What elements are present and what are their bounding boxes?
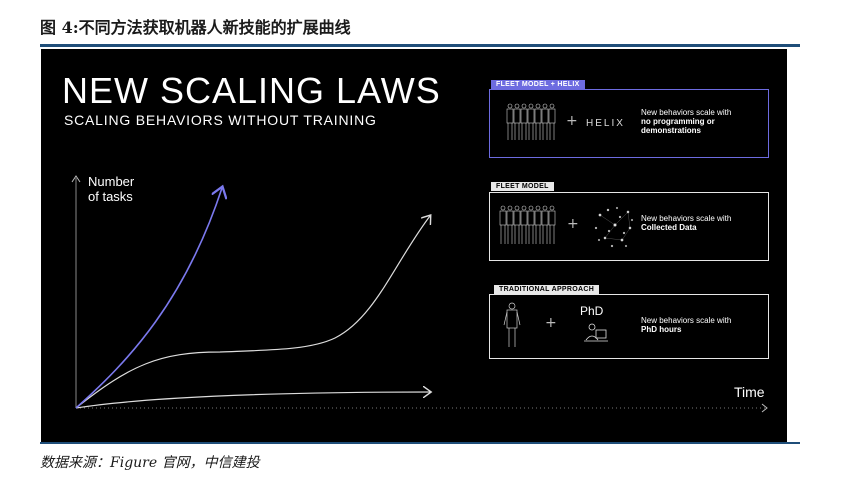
slide-headline: NEW SCALING LAWS — [62, 70, 441, 111]
y-axis-label: Number of tasks — [88, 174, 135, 204]
x-axis-label: Time — [734, 384, 765, 400]
fleet-model-curve — [75, 216, 430, 409]
y-axis-arrow — [71, 175, 81, 183]
plus-icon: + — [545, 315, 557, 331]
x-axis-arrow — [761, 403, 768, 413]
card-fleet-desc-line: New behaviors scale with — [641, 214, 732, 223]
plus-icon: + — [566, 113, 578, 129]
card-traditional-desc-line: New behaviors scale with — [641, 316, 732, 325]
card-fleet-helix-desc-line: New behaviors scale with — [641, 108, 732, 117]
card-traditional-tag: TRADITIONAL APPROACH — [494, 285, 600, 294]
card-fleet-helix-desc-bold: no programming or demonstrations — [641, 117, 715, 135]
plus-icon: + — [567, 216, 579, 232]
card-fleet-helix-desc: New behaviors scale with no programming … — [641, 108, 759, 135]
phd-label: PhD — [580, 304, 604, 318]
card-fleet-desc: New behaviors scale with Collected Data — [641, 214, 759, 232]
card-fleet-helix-tag: FLEET MODEL + HELIX — [491, 80, 585, 89]
figure-source: 数据来源：Figure 官网，中信建投 — [40, 455, 260, 471]
helix-label: HELIX — [586, 118, 625, 129]
slide-panel — [41, 49, 787, 442]
card-traditional-desc-bold: PhD hours — [641, 325, 682, 334]
top-rule — [40, 44, 800, 47]
helix-curve — [75, 188, 222, 409]
card-fleet-desc-bold: Collected Data — [641, 223, 697, 232]
card-traditional-desc: New behaviors scale with PhD hours — [641, 316, 759, 334]
card-fleet-tag: FLEET MODEL — [491, 182, 554, 191]
traditional-curve — [75, 392, 430, 409]
card-fleet-helix — [489, 89, 769, 158]
slide-subheadline: SCALING BEHAVIORS WITHOUT TRAINING — [64, 112, 377, 128]
bottom-rule — [40, 442, 800, 444]
card-fleet — [489, 192, 769, 261]
figure-title: 图 4:不同方法获取机器人新技能的扩展曲线 — [40, 18, 351, 37]
card-traditional — [489, 294, 769, 359]
